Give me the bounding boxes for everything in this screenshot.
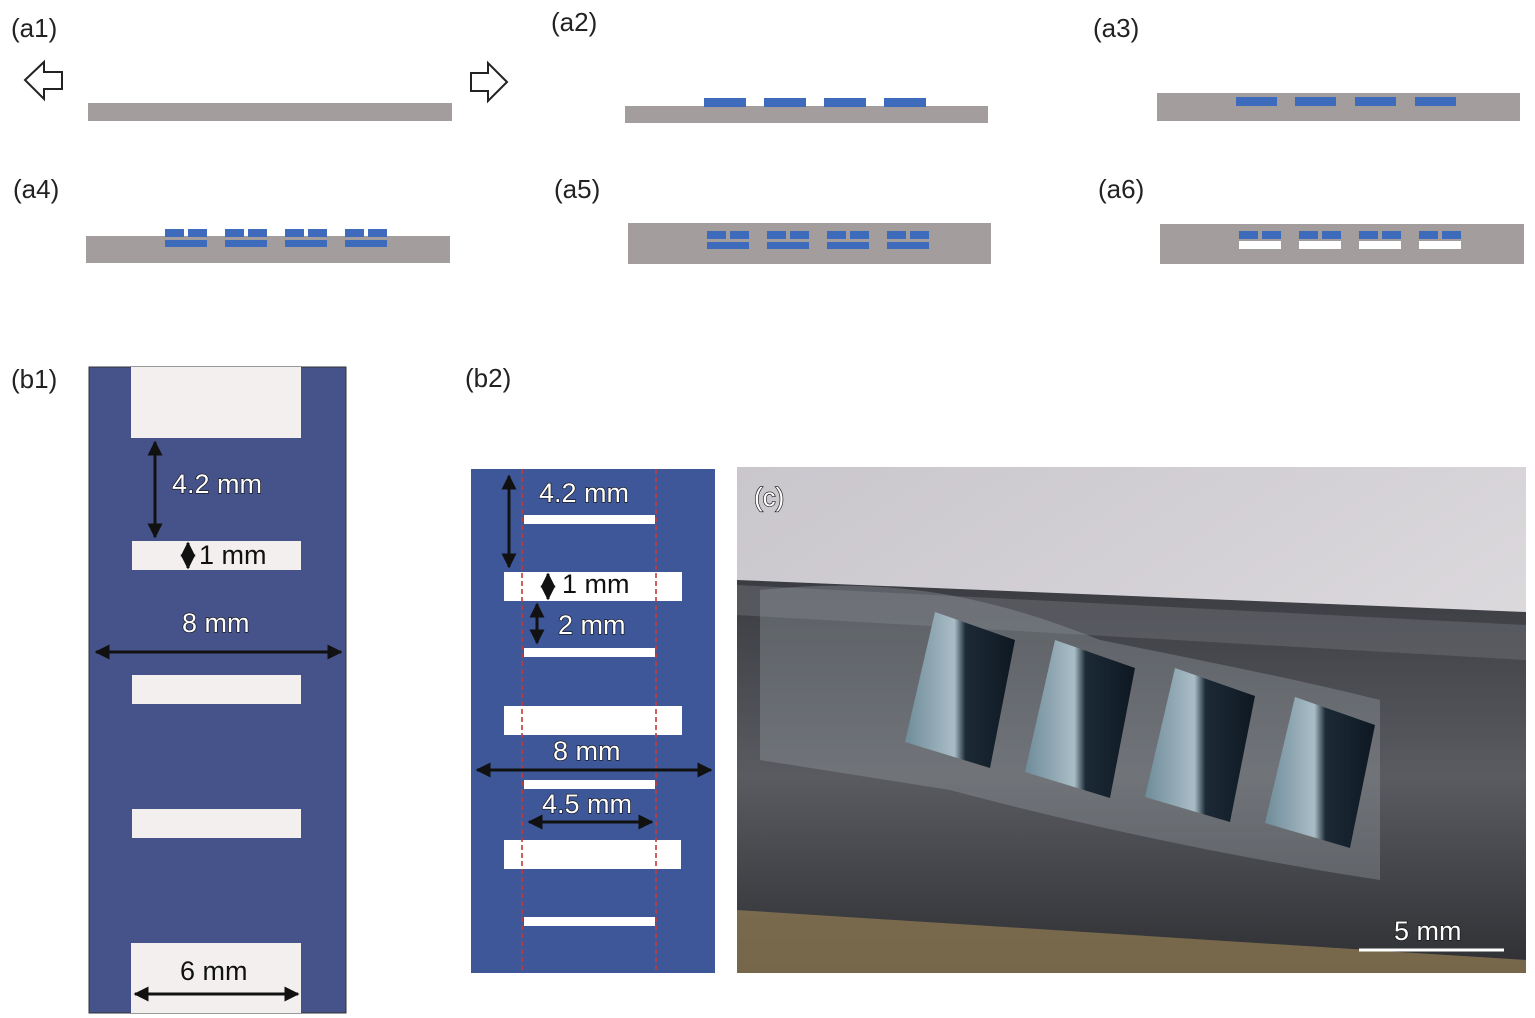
panel-a2-substrate xyxy=(625,98,988,123)
magnet-4 xyxy=(1265,697,1375,848)
panel-a5-substrate xyxy=(628,223,991,264)
label-a2: (a2) xyxy=(551,7,598,37)
label-b1: (b1) xyxy=(11,364,58,394)
label-a6: (a6) xyxy=(1098,174,1145,204)
b2-total-width-dimension: 8 mm xyxy=(552,736,621,766)
panel-b2-layout xyxy=(471,469,715,973)
panel-a1-substrate xyxy=(88,103,452,121)
label-a1: (a1) xyxy=(11,13,58,43)
b1-slot-width-dimension: 1 mm xyxy=(199,540,267,570)
magnet-3 xyxy=(1145,668,1255,822)
label-a4: (a4) xyxy=(13,174,60,204)
b2-spacing-dimension: 2 mm xyxy=(557,610,626,640)
label-b2: (b2) xyxy=(465,363,512,393)
label-a3: (a3) xyxy=(1093,13,1140,43)
panel-b1-layout xyxy=(88,366,347,1014)
magnet-1 xyxy=(905,612,1015,768)
panel-a3-substrate xyxy=(1157,93,1520,121)
scale-bar-label: 5 mm xyxy=(1393,916,1462,946)
outline-right-arrow-icon xyxy=(470,60,509,104)
label-a5: (a5) xyxy=(554,174,601,204)
b2-slot-width-dimension: 1 mm xyxy=(562,569,630,599)
b2-inner-width-dimension: 4.5 mm xyxy=(541,789,633,819)
outline-left-arrow-icon xyxy=(23,59,63,102)
b1-total-width-dimension: 8 mm xyxy=(181,608,250,638)
panel-a4-substrate xyxy=(86,229,450,263)
label-c: (c) xyxy=(753,482,785,512)
magnet-2 xyxy=(1025,640,1135,798)
b2-gap-dimension: 4.2 mm xyxy=(538,478,630,508)
b1-slot-length-dimension: 6 mm xyxy=(180,956,248,986)
panel-c-photo xyxy=(737,467,1526,973)
b1-gap-dimension: 4.2 mm xyxy=(171,469,263,499)
panel-a6-substrate xyxy=(1160,224,1524,264)
